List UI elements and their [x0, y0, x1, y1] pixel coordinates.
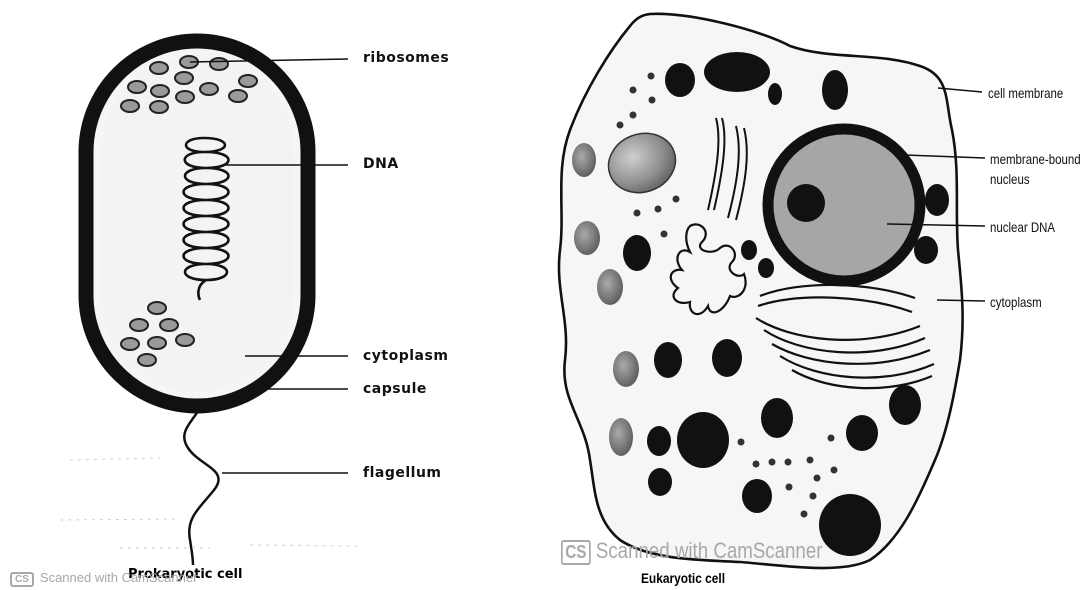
organelle — [742, 479, 772, 513]
ribosome — [121, 338, 139, 350]
organelle — [889, 385, 921, 425]
ribosome — [150, 62, 168, 74]
organelle — [654, 342, 682, 378]
ribosome — [200, 83, 218, 95]
organelle — [822, 70, 848, 110]
organelle — [712, 339, 742, 377]
ribosome — [160, 319, 178, 331]
camscanner-logo-icon: CS — [561, 540, 591, 565]
camscanner-logo-icon: CS — [10, 572, 34, 587]
eukaryotic-cell — [559, 14, 985, 568]
flagellum — [184, 402, 218, 565]
organelle — [665, 63, 695, 97]
organelle — [914, 236, 938, 264]
ribosome — [175, 72, 193, 84]
organelle — [597, 269, 623, 305]
watermark-left-text: Scanned with CamScanner — [40, 570, 198, 585]
label-dna: DNA — [363, 156, 399, 172]
organelle — [613, 351, 639, 387]
ribosome — [138, 354, 156, 366]
organelle — [768, 83, 782, 105]
label-eukaryote-cytoplasm: cytoplasm — [990, 293, 1042, 311]
label-flagellum: flagellum — [363, 465, 442, 481]
organelle — [574, 221, 600, 255]
label-nucleus-line2: nucleus — [990, 170, 1030, 188]
label-nucleus-line1: membrane-bound — [990, 150, 1081, 168]
organelle — [819, 494, 881, 556]
nucleolus — [787, 184, 825, 222]
ribosome — [130, 319, 148, 331]
watermark-left: CS Scanned with CamScanner — [10, 570, 197, 587]
label-ribosomes: ribosomes — [363, 50, 449, 66]
ribosome — [148, 302, 166, 314]
caption-eukaryotic: Eukaryotic cell — [641, 570, 725, 586]
label-cell-membrane: cell membrane — [988, 84, 1063, 102]
ribosome — [229, 90, 247, 102]
leader-cytoplasm — [937, 300, 985, 301]
organelle — [623, 235, 651, 271]
organelle — [741, 240, 757, 260]
ribosome — [128, 81, 146, 93]
organelle — [761, 398, 793, 438]
ribosome — [176, 334, 194, 346]
organelle — [648, 468, 672, 496]
organelle — [704, 52, 770, 92]
organelle — [846, 415, 878, 451]
ribosome — [148, 337, 166, 349]
ribosome — [151, 85, 169, 97]
watermark-center-text: Scanned with CamScanner — [596, 538, 823, 563]
organelle — [572, 143, 596, 177]
organelle — [925, 184, 949, 216]
ribosome — [239, 75, 257, 87]
ribosome — [150, 101, 168, 113]
scan-noise — [60, 458, 360, 548]
ribosome — [121, 100, 139, 112]
label-capsule: capsule — [363, 381, 427, 397]
label-nuclear-dna: nuclear DNA — [990, 218, 1055, 236]
prokaryotic-cell — [60, 41, 360, 565]
organelle — [609, 418, 633, 456]
organelle — [647, 426, 671, 456]
organelle — [677, 412, 729, 468]
ribosome — [176, 91, 194, 103]
organelle — [758, 258, 774, 278]
label-prokaryote-cytoplasm: cytoplasm — [363, 348, 448, 364]
ribosome — [210, 58, 228, 70]
